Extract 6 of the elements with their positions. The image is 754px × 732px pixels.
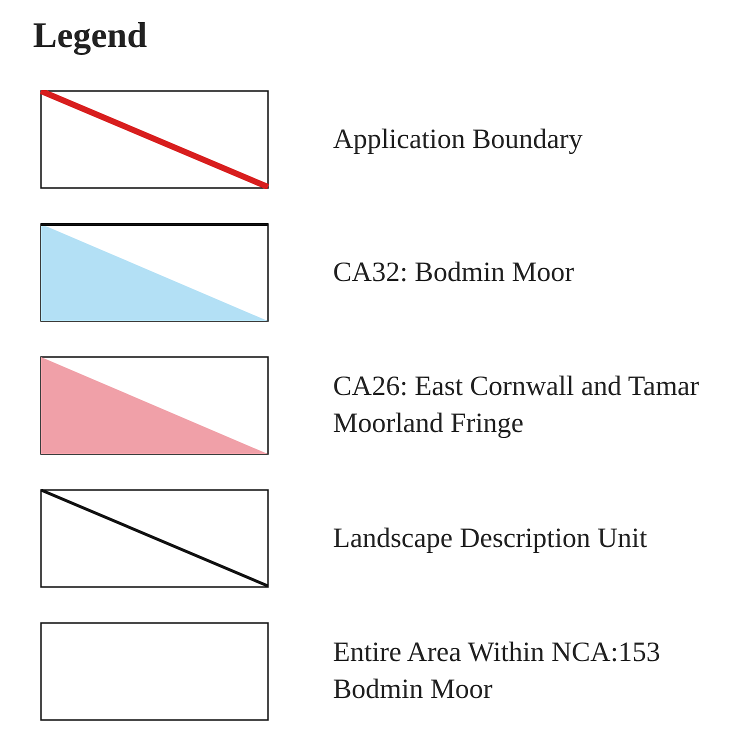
legend-label: Landscape Description Unit	[333, 522, 648, 556]
legend-label: Application Boundary	[333, 122, 584, 156]
legend-label: CA32: Bodmin Moor	[333, 256, 576, 290]
legend-label: CA26: East Cornwall and Tamar Moorland Fringe	[333, 370, 700, 441]
legend-title: Legend	[33, 14, 148, 56]
legend-label: Entire Area Within NCA:153 Bodmin Moor	[333, 636, 662, 707]
